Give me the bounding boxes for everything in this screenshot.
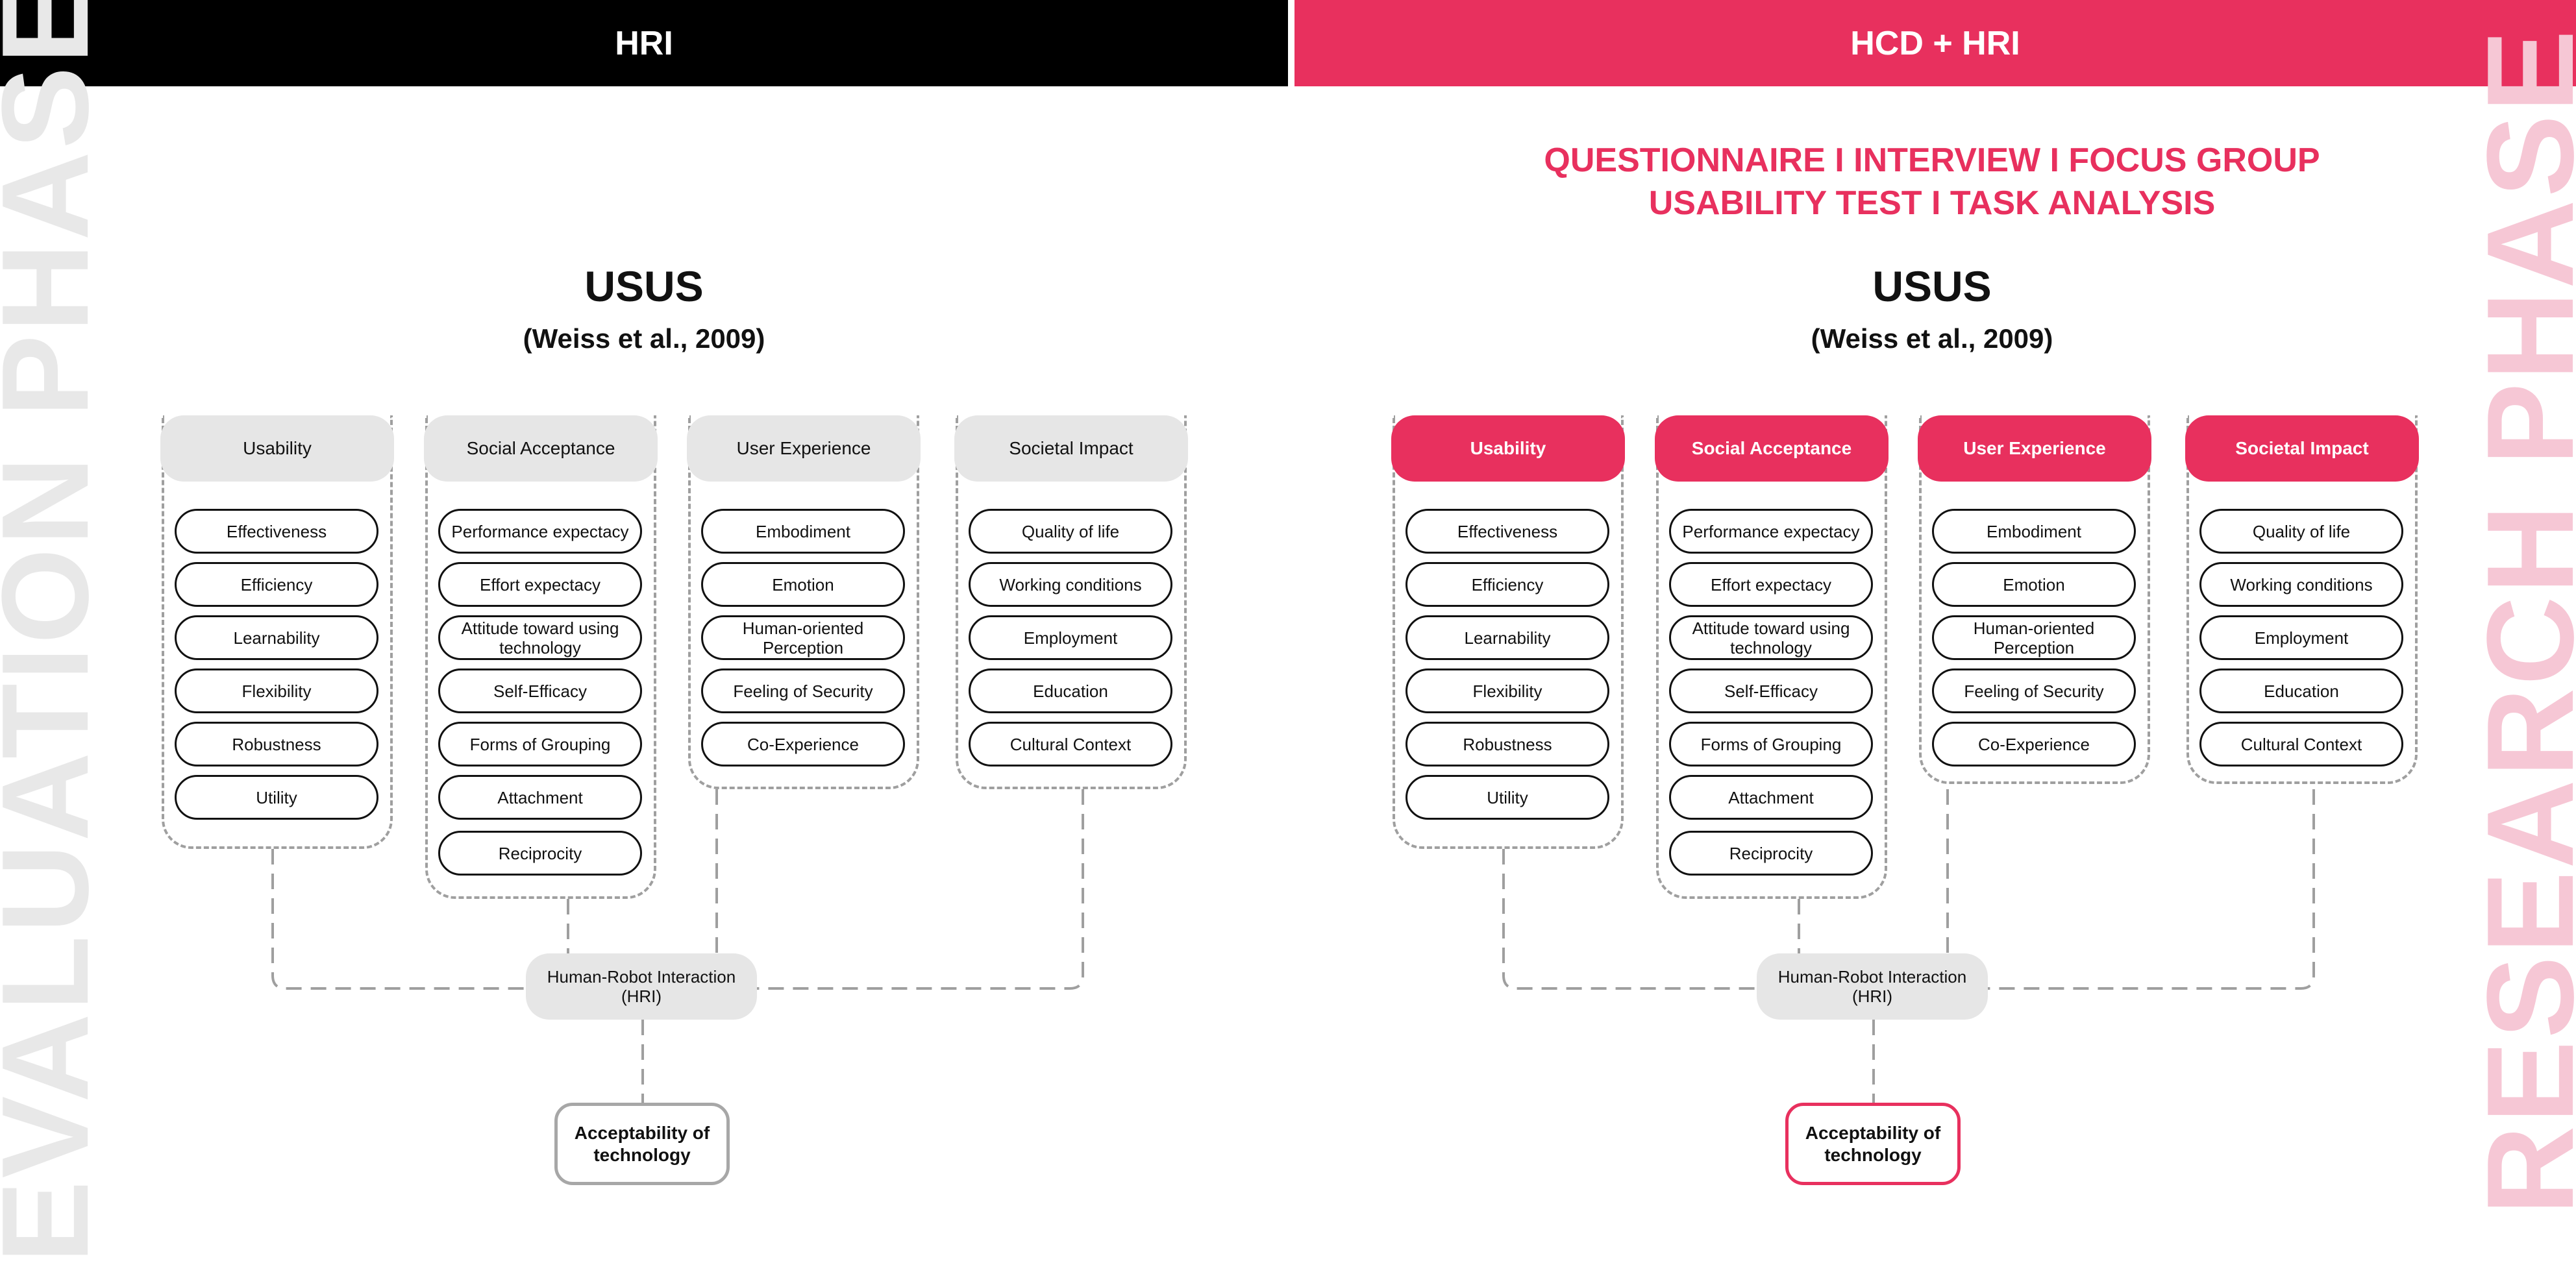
metric-pill: Quality of life [2199,509,2403,554]
connector-lines [271,789,1084,1103]
metric-pill: Performance expectacy [438,509,642,554]
metric-pill: Co-Experience [1932,722,2136,766]
usus-reference: (Weiss et al., 2009) [523,323,765,354]
metric-pill: Effort expectacy [438,562,642,607]
acceptability-outcome: Acceptability of technology [554,1103,730,1185]
metric-pill: Forms of Grouping [1669,722,1873,766]
metric-pill: Attachment [1669,775,1873,820]
metric-pill: Efficiency [1406,562,1609,607]
metric-pill: Efficiency [175,562,378,607]
research-methods: QUESTIONNAIRE I INTERVIEW I FOCUS GROUP … [1288,139,2576,225]
acceptability-outcome: Acceptability of technology [1785,1103,1961,1185]
metric-pill: Education [969,668,1172,713]
metric-pill: Self-Efficacy [1669,668,1873,713]
metric-pill: Attachment [438,775,642,820]
column-head: User Experience [687,415,921,482]
metric-pill: Reciprocity [1669,831,1873,876]
header-hcd-hri: HCD + HRI [1294,0,2576,86]
methods-line-2: USABILITY TEST I TASK ANALYSIS [1648,184,2216,222]
metric-pill: Flexibility [1406,668,1609,713]
column-head: Societal Impact [954,415,1188,482]
metric-pill: Flexibility [175,668,378,713]
metric-pill: Education [2199,668,2403,713]
metric-pill: Robustness [175,722,378,766]
metric-pill: Attitude toward using technology [1669,615,1873,660]
metric-pill: Embodiment [701,509,905,554]
usus-reference: (Weiss et al., 2009) [1811,323,2053,354]
column-frame [2186,415,2418,784]
metric-pill: Employment [2199,615,2403,660]
column-frame [688,415,919,789]
column-frame [162,415,393,849]
metric-pill: Cultural Context [2199,722,2403,766]
metric-pill: Effectiveness [1406,509,1609,554]
metric-pill: Human-oriented Perception [1932,615,2136,660]
column-head: User Experience [1918,415,2151,482]
usus-title: USUS [584,262,704,310]
column-head: Societal Impact [2185,415,2419,482]
metric-pill: Feeling of Security [1932,668,2136,713]
metric-pill: Emotion [1932,562,2136,607]
metric-pill: Quality of life [969,509,1172,554]
methods-line-1: QUESTIONNAIRE I INTERVIEW I FOCUS GROUP [1544,141,2320,179]
column-head: Social Acceptance [424,415,658,482]
metric-pill: Embodiment [1932,509,2136,554]
metric-pill: Employment [969,615,1172,660]
metric-pill: Learnability [175,615,378,660]
metric-pill: Learnability [1406,615,1609,660]
hcd-hri-panel: QUESTIONNAIRE I INTERVIEW I FOCUS GROUP … [1288,86,2576,1242]
metric-pill: Emotion [701,562,905,607]
metric-pill: Forms of Grouping [438,722,642,766]
column-frame [1919,415,2150,784]
metric-pill: Self-Efficacy [438,668,642,713]
hri-panel: USUS (Weiss et al., 2009) Usability Effe… [0,86,1288,1242]
column-frame [956,415,1187,789]
metric-pill: Utility [1406,775,1609,820]
metric-pill: Robustness [1406,722,1609,766]
connector-societal [1988,789,2315,990]
header-hri: HRI [0,0,1288,86]
column-head: Social Acceptance [1655,415,1889,482]
column-head: Usability [1391,415,1625,482]
connector-usability [271,849,526,990]
metric-pill: Feeling of Security [701,668,905,713]
hri-hub: Human-Robot Interaction (HRI) [526,953,757,1020]
metric-pill: Reciprocity [438,831,642,876]
metric-pill: Effort expectacy [1669,562,1873,607]
column-frame [425,415,656,899]
hri-hub: Human-Robot Interaction (HRI) [1757,953,1988,1020]
column-frame [1656,415,1887,899]
metric-pill: Co-Experience [701,722,905,766]
connector-lines [1502,789,2315,1103]
metric-pill: Cultural Context [969,722,1172,766]
connector-societal [757,789,1084,990]
metric-pill: Effectiveness [175,509,378,554]
connector-usability [1502,849,1757,990]
metric-pill: Attitude toward using technology [438,615,642,660]
metric-pill: Utility [175,775,378,820]
metric-pill: Human-oriented Perception [701,615,905,660]
metric-pill: Performance expectacy [1669,509,1873,554]
usus-title: USUS [1872,262,1992,310]
column-frame [1393,415,1624,849]
metric-pill: Working conditions [969,562,1172,607]
column-head: Usability [160,415,394,482]
metric-pill: Working conditions [2199,562,2403,607]
